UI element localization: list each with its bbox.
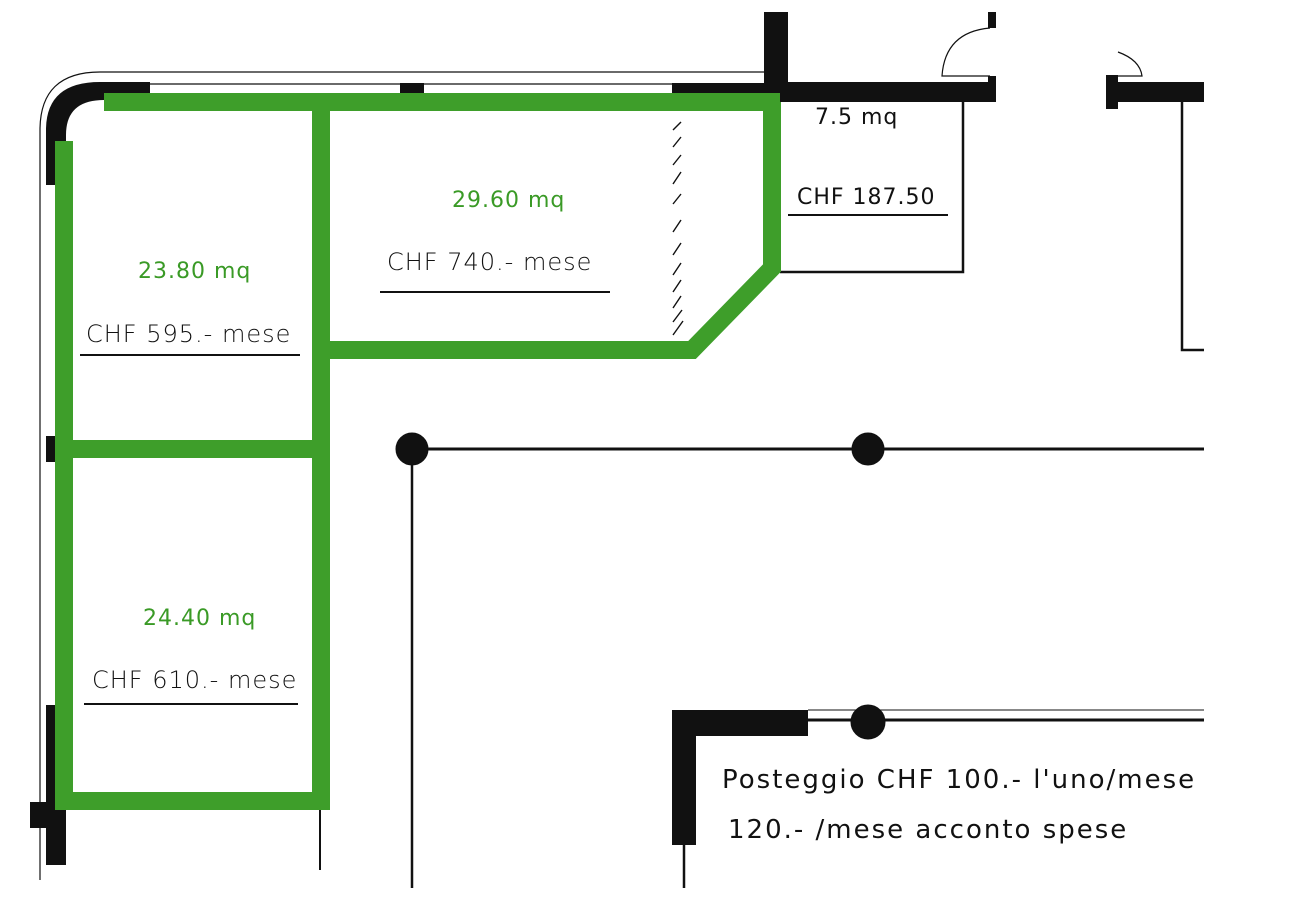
unit-area: 23.80 mq	[138, 259, 251, 284]
outer-outline	[39, 71, 770, 880]
unit-price: CHF 187.50	[797, 185, 936, 210]
column-grid	[319, 432, 1204, 888]
glass-hatching	[672, 121, 684, 336]
rental-unit-walls	[55, 93, 781, 810]
unit-price: CHF 740.- mese	[387, 248, 592, 276]
column-icon	[851, 432, 885, 466]
parking-note: Posteggio CHF 100.- l'uno/mese 120.- /me…	[722, 765, 1196, 845]
parking-note-line2: 120.- /mese acconto spese	[728, 815, 1128, 845]
unit-area: 7.5 mq	[815, 105, 898, 130]
unit-d-label: 24.40 mq CHF 610.- mese	[84, 606, 298, 705]
unit-a-label: 23.80 mq CHF 595.- mese	[80, 259, 300, 356]
column-icon	[850, 704, 886, 740]
unit-area: 24.40 mq	[143, 606, 256, 631]
parking-note-line1: Posteggio CHF 100.- l'uno/mese	[722, 765, 1196, 795]
door-swings	[941, 27, 1143, 77]
right-partition	[1180, 102, 1204, 352]
structural-walls	[30, 12, 1204, 865]
unit-b-label: 29.60 mq CHF 740.- mese	[380, 188, 610, 293]
unit-price: CHF 610.- mese	[92, 666, 297, 694]
unit-c-label: 7.5 mq CHF 187.50	[788, 105, 948, 216]
unit-price: CHF 595.- mese	[86, 320, 291, 348]
small-room-outline	[780, 102, 965, 274]
unit-area: 29.60 mq	[452, 188, 565, 213]
column-icon	[395, 432, 429, 466]
